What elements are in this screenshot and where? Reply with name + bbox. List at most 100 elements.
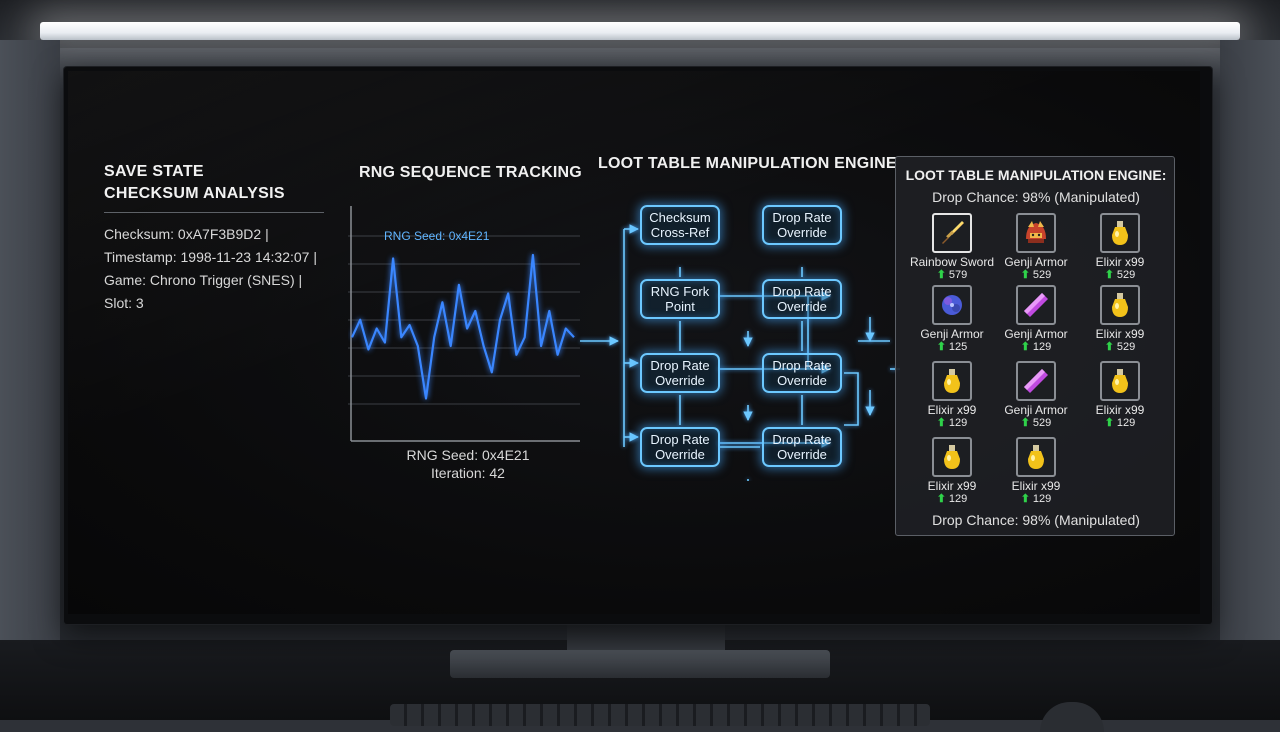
item-name: Elixir x99 bbox=[1011, 479, 1061, 493]
loot-item[interactable]: Genji Armor ⬆125 bbox=[904, 285, 1000, 354]
drop-chance-bottom: Drop Chance: 98% (Manipulated) bbox=[932, 512, 1140, 528]
item-name: Rainbow Sword bbox=[909, 255, 995, 269]
arrow-up-icon: ⬆ bbox=[1104, 417, 1114, 429]
item-stat-value: 129 bbox=[1116, 417, 1136, 429]
armor-icon bbox=[942, 295, 962, 315]
node-drop-rate-override[interactable]: Drop Rate Override bbox=[640, 427, 720, 467]
rng-waveform bbox=[351, 253, 575, 400]
monitor-stand-base bbox=[450, 650, 830, 678]
loot-item[interactable]: Genji Armor ⬆529 bbox=[988, 361, 1084, 430]
ceiling-light bbox=[40, 22, 1240, 40]
monitor-screen: SAVE STATE CHECKSUM ANALYSIS Checksum: 0… bbox=[68, 71, 1200, 614]
save-state-divider bbox=[104, 212, 324, 213]
rng-caption-iteration: Iteration: 42 bbox=[431, 465, 505, 481]
arrow-up-icon: ⬆ bbox=[1104, 269, 1114, 281]
node-rng-fork-point[interactable]: RNG Fork Point bbox=[640, 279, 720, 319]
elixir-icon bbox=[944, 445, 960, 469]
checksum-line: Checksum: 0xA7F3B9D2 | bbox=[104, 226, 269, 242]
loot-item[interactable]: Genji Armor ⬆129 bbox=[988, 285, 1084, 354]
sword-icon bbox=[942, 221, 964, 244]
node-drop-rate-override[interactable]: Drop Rate Override bbox=[640, 353, 720, 393]
item-name: Elixir x99 bbox=[927, 403, 977, 417]
item-name: Elixir x99 bbox=[1095, 327, 1145, 341]
item-stat: ⬆125 bbox=[904, 341, 1000, 354]
item-stat: ⬆529 bbox=[1072, 341, 1168, 354]
arrow-up-icon: ⬆ bbox=[1104, 341, 1114, 353]
arrow-up-icon: ⬆ bbox=[1020, 493, 1030, 505]
rng-seed-label: RNG Seed: 0x4E21 bbox=[384, 229, 490, 243]
item-slot[interactable] bbox=[932, 285, 972, 325]
item-slot[interactable] bbox=[1100, 361, 1140, 401]
item-name: Genji Armor bbox=[1004, 403, 1068, 417]
item-stat: ⬆529 bbox=[1072, 269, 1168, 282]
helmet-icon bbox=[1026, 221, 1046, 243]
item-stat-value: 129 bbox=[948, 417, 968, 429]
loot-item[interactable]: Elixir x99 ⬆129 bbox=[1072, 361, 1168, 430]
item-stat: ⬆129 bbox=[988, 493, 1084, 506]
arrow-up-icon: ⬆ bbox=[1020, 269, 1030, 281]
item-name: Genji Armor bbox=[1004, 255, 1068, 269]
node-drop-rate-override[interactable]: Drop Rate Override bbox=[762, 279, 842, 319]
item-slot[interactable] bbox=[1016, 361, 1056, 401]
item-stat: ⬆129 bbox=[904, 417, 1000, 430]
node-drop-rate-override[interactable]: Drop Rate Override bbox=[762, 353, 842, 393]
wall-left bbox=[0, 40, 60, 660]
elixir-icon bbox=[1028, 445, 1044, 469]
loot-item[interactable]: Genji Armor ⬆529 bbox=[988, 213, 1084, 282]
item-stat: ⬆129 bbox=[1072, 417, 1168, 430]
slot-line: Slot: 3 bbox=[104, 295, 144, 311]
item-slot[interactable] bbox=[932, 361, 972, 401]
node-drop-rate-override[interactable]: Drop Rate Override bbox=[762, 427, 842, 467]
item-slot[interactable] bbox=[932, 213, 972, 253]
loot-item[interactable]: Elixir x99 ⬆129 bbox=[904, 437, 1000, 506]
item-name: Genji Armor bbox=[1004, 327, 1068, 341]
arrow-up-icon: ⬆ bbox=[936, 417, 946, 429]
flow-connectors bbox=[580, 224, 900, 481]
timestamp-line: Timestamp: 1998-11-23 14:32:07 | bbox=[104, 249, 317, 265]
item-stat-value: 529 bbox=[1032, 417, 1052, 429]
rng-caption-seed: RNG Seed: 0x4E21 bbox=[406, 447, 530, 463]
loot-item[interactable]: Elixir x99 ⬆129 bbox=[904, 361, 1000, 430]
item-name: Elixir x99 bbox=[1095, 255, 1145, 269]
item-stat: ⬆529 bbox=[988, 269, 1084, 282]
elixir-icon bbox=[1112, 293, 1128, 317]
node-checksum-cross-ref[interactable]: Checksum Cross-Ref bbox=[640, 205, 720, 245]
connector-right-loop bbox=[844, 372, 859, 426]
save-state-title-line1: SAVE STATE bbox=[104, 163, 204, 180]
item-stat-value: 129 bbox=[948, 493, 968, 505]
item-name: Elixir x99 bbox=[927, 479, 977, 493]
item-slot[interactable] bbox=[1100, 213, 1140, 253]
elixir-icon bbox=[1112, 369, 1128, 393]
arrow-up-icon: ⬆ bbox=[936, 269, 946, 281]
loot-item[interactable]: Rainbow Sword ⬆579 bbox=[904, 213, 1000, 282]
item-slot[interactable] bbox=[1016, 437, 1056, 477]
loot-item[interactable]: Elixir x99 ⬆529 bbox=[1072, 213, 1168, 282]
item-slot[interactable] bbox=[1016, 285, 1056, 325]
wall-right bbox=[1220, 40, 1280, 660]
elixir-icon bbox=[944, 369, 960, 393]
item-stat-value: 129 bbox=[1032, 341, 1052, 353]
loot-item[interactable]: Elixir x99 ⬆529 bbox=[1072, 285, 1168, 354]
drop-chance-top: Drop Chance: 98% (Manipulated) bbox=[932, 189, 1140, 205]
crystal-icon bbox=[1024, 369, 1048, 393]
item-slot[interactable] bbox=[932, 437, 972, 477]
save-state-info: Checksum: 0xA7F3B9D2 | Timestamp: 1998-1… bbox=[104, 223, 354, 315]
item-stat: ⬆129 bbox=[988, 341, 1084, 354]
rng-grid bbox=[348, 235, 580, 405]
flow-title: LOOT TABLE MANIPULATION ENGINE bbox=[598, 155, 897, 172]
item-stat-value: 529 bbox=[1116, 341, 1136, 353]
item-stat-value: 529 bbox=[1116, 269, 1136, 281]
item-stat: ⬆529 bbox=[988, 417, 1084, 430]
rng-waveform-chart: RNG Seed: 0x4E21 bbox=[348, 206, 580, 442]
arrow-up-icon: ⬆ bbox=[1020, 341, 1030, 353]
item-stat: ⬆129 bbox=[904, 493, 1000, 506]
loot-item[interactable]: Elixir x99 ⬆129 bbox=[988, 437, 1084, 506]
item-slot[interactable] bbox=[1016, 213, 1056, 253]
item-name: Genji Armor bbox=[920, 327, 984, 341]
rng-title: RNG SEQUENCE TRACKING bbox=[359, 164, 582, 181]
flow-connectors-extra bbox=[679, 267, 890, 448]
item-name: Elixir x99 bbox=[1095, 403, 1145, 417]
node-drop-rate-override[interactable]: Drop Rate Override bbox=[762, 205, 842, 245]
keyboard bbox=[390, 704, 930, 726]
item-slot[interactable] bbox=[1100, 285, 1140, 325]
